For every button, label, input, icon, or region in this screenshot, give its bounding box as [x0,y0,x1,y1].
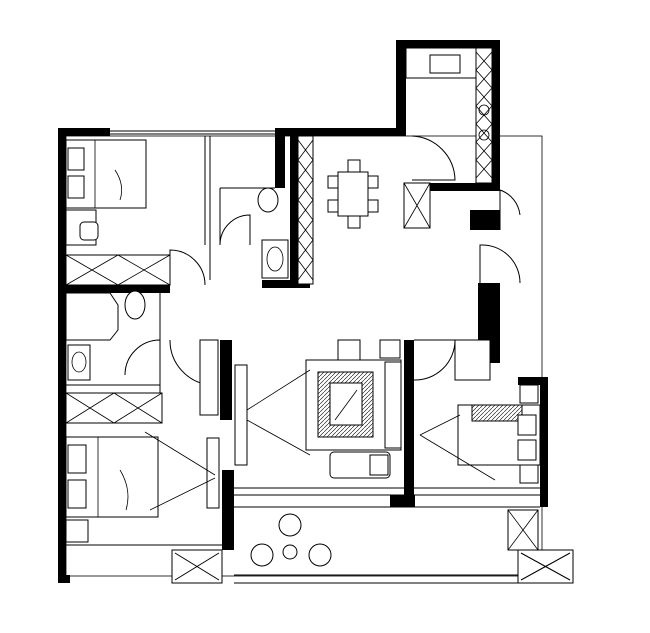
coffee-table [329,382,363,426]
bedroom-bottom-left [65,392,216,543]
stove-burner [478,129,490,141]
pillow [67,479,87,509]
pillow [517,439,537,461]
bathroom-left [65,290,146,381]
nightstand [519,384,539,404]
wardrobe [454,339,491,381]
wardrobe [65,392,163,424]
chair [337,339,361,361]
pillow [67,444,87,474]
chair [347,159,361,173]
sofa [384,361,402,449]
toilet [124,290,146,320]
chair [327,199,339,213]
living-room [246,339,402,479]
chair [347,215,361,229]
side-table [379,339,401,359]
pillow [67,175,85,199]
chair [327,175,339,189]
bedroom-right [419,339,541,484]
table [282,544,298,560]
stove-burner [478,104,490,116]
kitchen [405,47,493,184]
chair [79,221,99,241]
nightstand [519,464,539,484]
chair [308,543,332,567]
pillow [67,147,85,171]
chair [367,175,379,189]
bedroom-top-left [65,139,171,286]
wardrobe [65,254,171,286]
blanket [471,404,523,422]
windows [171,339,574,584]
dining-table [337,171,369,217]
pillow [517,414,537,436]
shower [65,292,119,341]
chair [367,199,379,213]
chair [250,543,274,567]
sink [67,344,91,381]
chair [278,513,302,537]
toilet [257,187,279,213]
dining-area [327,159,431,229]
nightstand [65,519,89,543]
kitchen-sink [429,54,461,74]
bathroom-center [257,135,314,285]
plant [369,454,389,476]
balcony [250,509,539,567]
sink [261,239,289,279]
